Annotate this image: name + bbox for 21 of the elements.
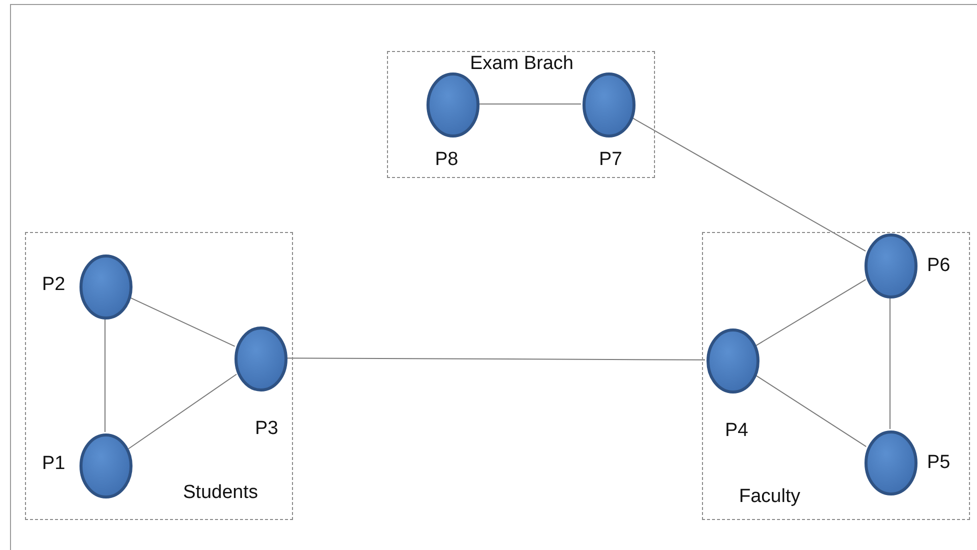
group-box bbox=[387, 51, 655, 178]
node-label: P7 bbox=[599, 150, 622, 169]
group-box bbox=[25, 232, 293, 520]
node-label: P2 bbox=[42, 275, 66, 294]
group-title: Faculty bbox=[739, 487, 800, 506]
node-label: P5 bbox=[927, 453, 950, 472]
connector-line bbox=[286, 358, 706, 360]
connector-line bbox=[756, 279, 866, 346]
group-title: Exam Brach bbox=[470, 54, 574, 73]
connector-line bbox=[755, 374, 867, 448]
node-label: P4 bbox=[725, 421, 748, 440]
node-label: P1 bbox=[42, 454, 66, 473]
node-label: P3 bbox=[255, 419, 278, 438]
group-title: Students bbox=[183, 483, 258, 502]
connector-line bbox=[130, 297, 236, 347]
connector-line bbox=[104, 318, 106, 432]
connector-line bbox=[128, 374, 237, 450]
connector-line bbox=[632, 117, 866, 252]
node-label: P8 bbox=[435, 150, 458, 169]
group-box bbox=[702, 232, 970, 520]
node-label: P6 bbox=[927, 256, 950, 275]
